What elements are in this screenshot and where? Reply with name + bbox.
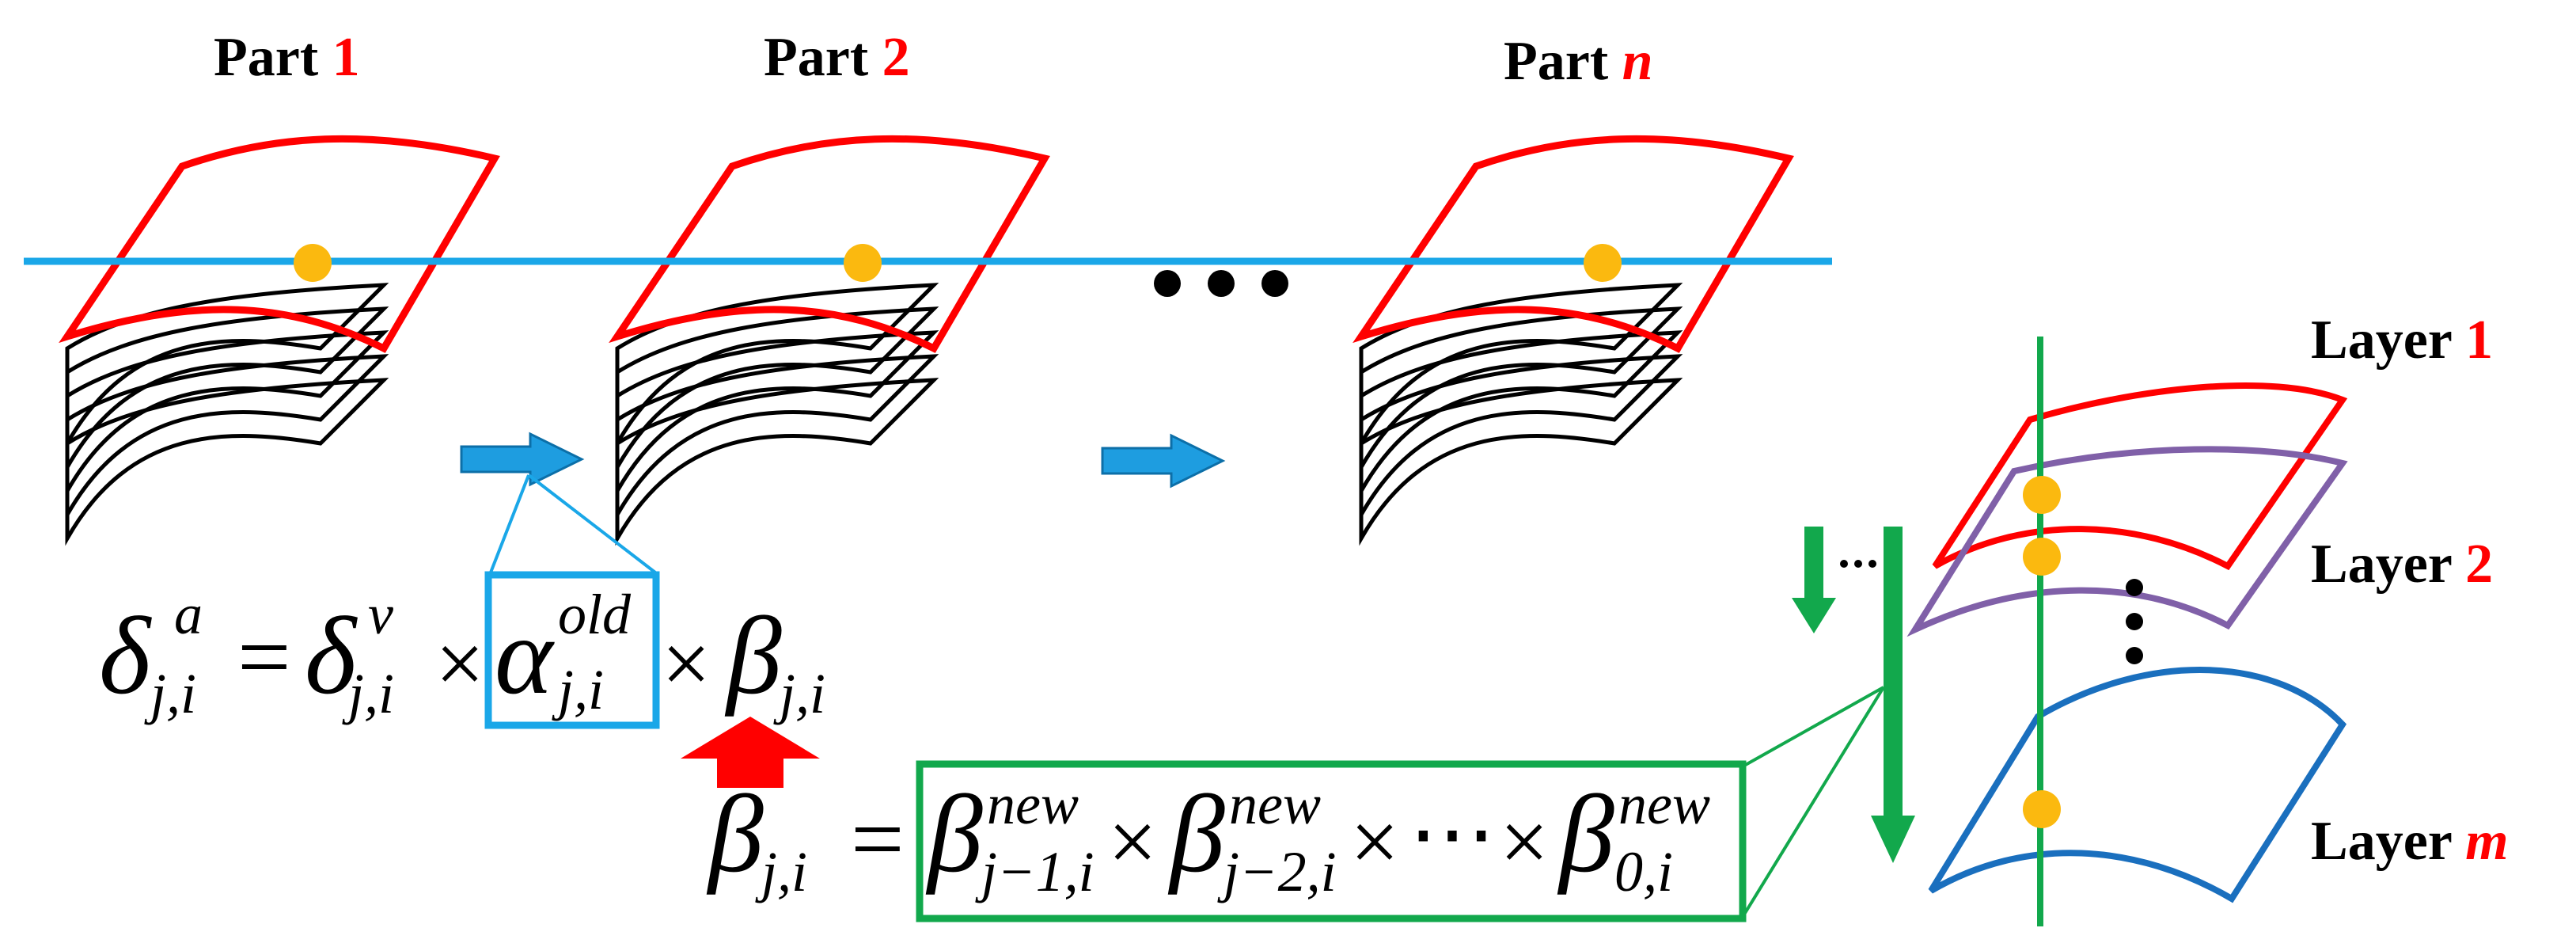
layer-1-label: Layer 1 bbox=[2311, 310, 2493, 371]
eq2-times-1: × bbox=[1108, 793, 1157, 890]
eq2-sub-0: 0,i bbox=[1614, 840, 1673, 903]
part-2-top-surface bbox=[609, 135, 1050, 353]
eq2-sup-new-2: new bbox=[1229, 773, 1321, 836]
eq2-sup-new-1: new bbox=[987, 773, 1079, 836]
beta-product-box bbox=[916, 760, 1747, 922]
part-n-label: Part n bbox=[1504, 31, 1653, 92]
eq2-sub-j1: j−1,i bbox=[975, 840, 1095, 903]
green-large-down-arrow-icon bbox=[1871, 527, 1915, 863]
eq2-times-2: × bbox=[1350, 793, 1399, 890]
flow-arrow-1-icon bbox=[460, 432, 585, 487]
eq1-equals: = bbox=[237, 604, 291, 709]
eq1-sup-a: a bbox=[174, 583, 203, 646]
part-1-label: Part 1 bbox=[214, 27, 360, 88]
eq1-sub-ji-2: j,i bbox=[342, 662, 394, 725]
eq1-beta: β bbox=[724, 595, 782, 717]
parts-ellipsis bbox=[1154, 270, 1288, 297]
eq2-equals: = bbox=[851, 786, 905, 892]
part-2-label: Part 2 bbox=[764, 27, 910, 88]
red-up-arrow-icon bbox=[681, 717, 820, 788]
eq2-sub-ji: j,i bbox=[755, 840, 807, 903]
alpha-callout-line-right bbox=[527, 474, 657, 574]
layer-m-label: Layer m bbox=[2311, 811, 2509, 872]
layer-1-point bbox=[2023, 476, 2061, 514]
alpha-highlight-box bbox=[484, 571, 660, 729]
green-small-down-arrow-icon bbox=[1792, 527, 1836, 633]
eq2-beta-1: β bbox=[925, 773, 983, 896]
layer-m-point bbox=[2023, 790, 2061, 828]
layers-ellipsis bbox=[2126, 579, 2143, 664]
eq2-sub-j2: j−2,i bbox=[1217, 840, 1337, 903]
part-1-point bbox=[294, 244, 332, 282]
part-1-stack bbox=[59, 135, 500, 538]
eq2-beta-3: β bbox=[1557, 773, 1614, 896]
layer-2-point bbox=[2023, 538, 2061, 576]
part-n-point bbox=[1584, 244, 1622, 282]
eq2-sup-new-3: new bbox=[1618, 773, 1710, 836]
eq1-sup-v: v bbox=[368, 583, 393, 646]
green-arrow-ellipsis bbox=[1840, 560, 1876, 568]
layer-1-surface bbox=[1932, 382, 2348, 571]
part-2-point bbox=[844, 244, 882, 282]
eq1-sup-old: old bbox=[558, 583, 632, 646]
part-1-top-surface bbox=[59, 135, 500, 353]
eq1-times-2: × bbox=[662, 615, 711, 712]
part-n-stack bbox=[1352, 135, 1794, 538]
eq1-sub-ji-4: j,i bbox=[773, 662, 825, 725]
equation-2: β j,i = β new j−1,i × β new j−2,i × ⋯ × … bbox=[706, 773, 1710, 903]
eq1-sub-ji-3: j,i bbox=[552, 658, 604, 721]
beta-callout-line-top bbox=[1742, 686, 1884, 768]
layer-2-surface bbox=[1906, 446, 2348, 637]
eq2-times-3: × bbox=[1500, 793, 1549, 890]
layer-2-label: Layer 2 bbox=[2311, 534, 2493, 595]
eq1-times-1: × bbox=[435, 615, 484, 712]
alpha-callout-line-left bbox=[489, 474, 530, 573]
eq2-cdots: ⋯ bbox=[1409, 785, 1496, 882]
eq2-beta-lhs: β bbox=[706, 773, 764, 896]
layer-m-surface bbox=[1928, 667, 2347, 903]
eq1-delta-a: δ bbox=[99, 595, 152, 717]
eq2-beta-2: β bbox=[1167, 773, 1225, 896]
equation-1: δ a j,i = δ v j,i × α old j,i × β j,i bbox=[99, 583, 825, 725]
eq1-delta-v: δ bbox=[305, 595, 358, 717]
part-n-top-surface bbox=[1352, 135, 1794, 353]
eq1-sub-ji-1: j,i bbox=[144, 662, 196, 725]
part-2-stack bbox=[609, 135, 1050, 538]
flow-arrow-2-icon bbox=[1101, 433, 1226, 489]
eq1-alpha: α bbox=[495, 595, 555, 717]
beta-callout-line-bottom bbox=[1741, 686, 1885, 918]
